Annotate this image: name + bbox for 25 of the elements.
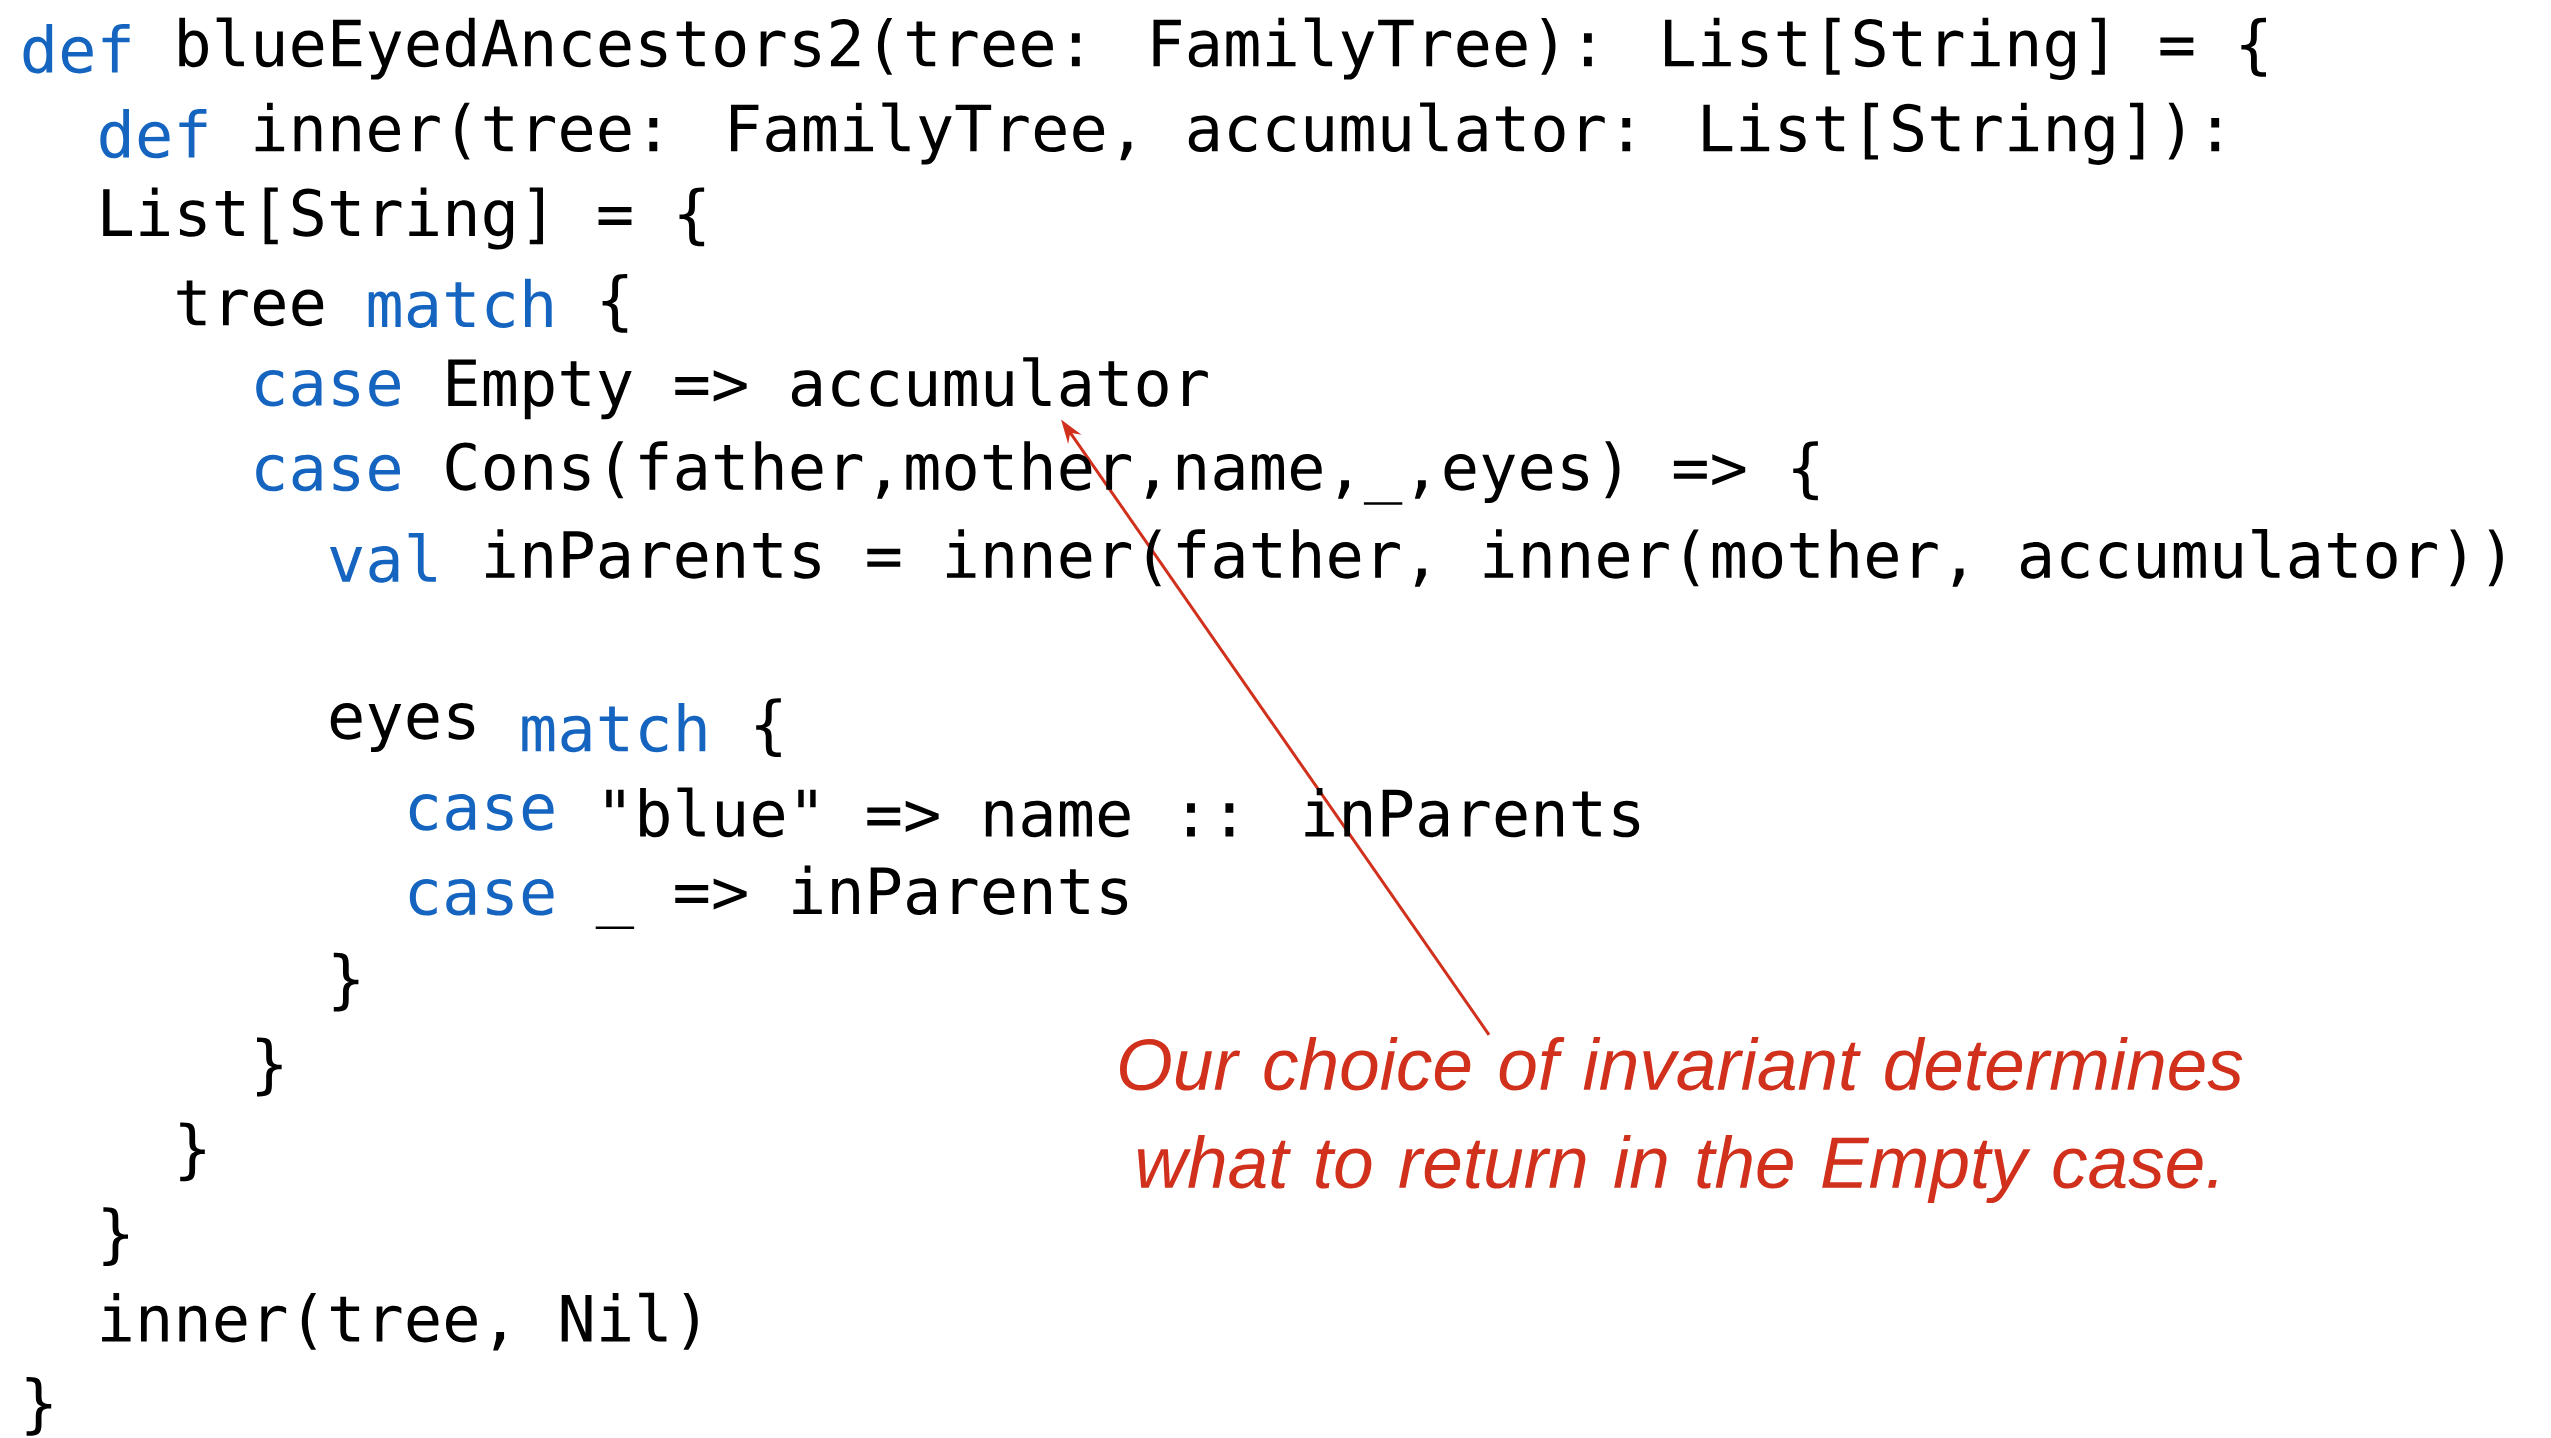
code-text: inner(tree: FamilyTree, accumulator: List[String]): bbox=[255, 102, 2220, 165]
code-keyword: match bbox=[368, 278, 552, 329]
code-text: _ => inParents bbox=[595, 865, 1128, 930]
code-text: List[String] = { bbox=[103, 187, 705, 250]
code-text: blueEyedAncestors2(tree: FamilyTree): List[String] = { bbox=[179, 17, 2266, 81]
code-text: inner(tree, Nil) bbox=[102, 1292, 698, 1351]
code-text: Empty => accumulator bbox=[448, 357, 1208, 420]
code-keyword: val bbox=[330, 533, 436, 583]
code-keyword: case bbox=[256, 369, 400, 407]
annotation-text: Our choice of invariant determines what to return in the Empty case. bbox=[1120, 1036, 2243, 1203]
code-text: } bbox=[26, 1376, 52, 1436]
code-text: } bbox=[257, 1037, 282, 1097]
code-text: { bbox=[756, 698, 781, 757]
code-keyword: match bbox=[522, 702, 706, 753]
code-text: } bbox=[180, 1122, 205, 1182]
code-keyword: def bbox=[23, 24, 130, 74]
code-keyword: case bbox=[256, 454, 400, 492]
code-text: tree bbox=[177, 280, 324, 327]
code-keyword: def bbox=[100, 108, 207, 159]
code-text: { bbox=[602, 273, 628, 333]
code-keyword: case bbox=[409, 794, 554, 831]
code-text: } bbox=[103, 1207, 129, 1267]
code-text: eyes bbox=[330, 703, 475, 753]
code-keyword: case bbox=[409, 878, 554, 916]
code-text: } bbox=[333, 952, 359, 1012]
